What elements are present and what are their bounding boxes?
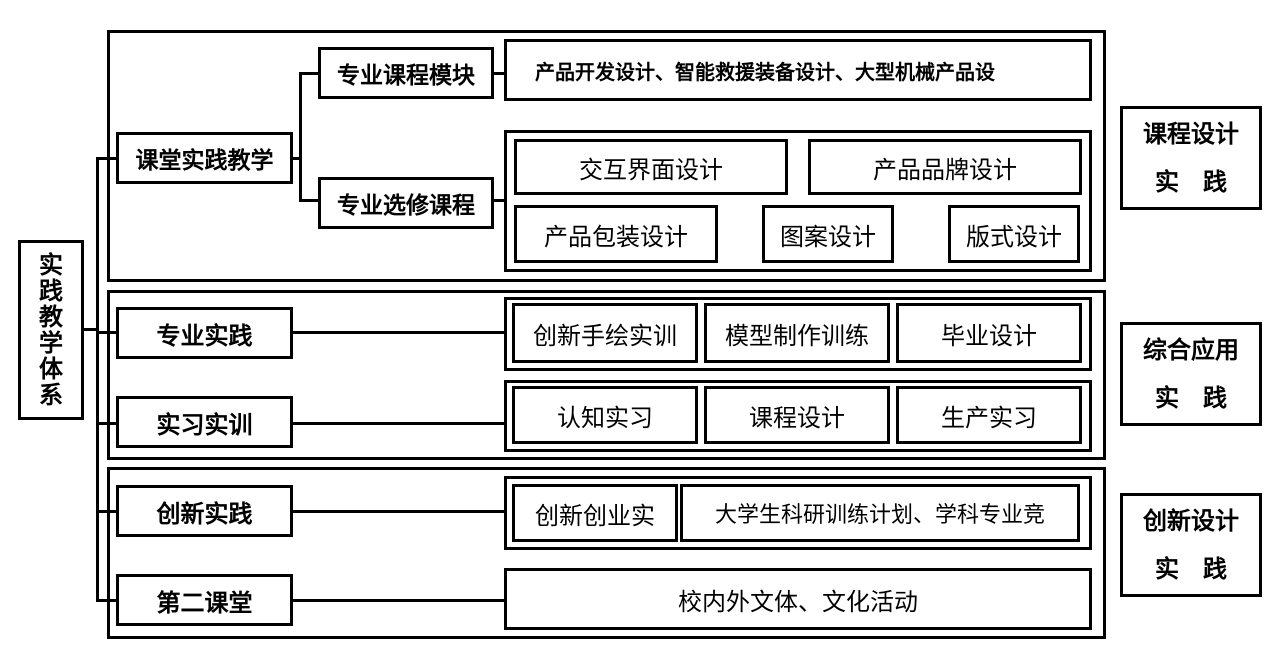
connector-classroom-out [292,157,302,160]
elective-label: 版式设计 [966,222,1062,251]
module-text: 产品开发设计、智能救援装备设计、大型机械产品设 [535,59,995,84]
connector-root-h [82,328,98,331]
node-label: 课堂实践教学 [135,148,274,174]
side-line: 综合应用 [1143,336,1239,364]
elective-item: 版式设计 [948,205,1080,263]
connector-innovation [96,510,118,513]
connector-classroom-v [299,72,302,202]
connector-classroom [96,157,118,160]
root-char: 实 [39,251,63,279]
section-frame-course [107,30,1106,282]
elective-group [504,130,1092,272]
professional-group [504,297,1092,371]
node-label: 专业选修课程 [337,193,475,219]
connector-module-right [493,72,505,75]
side-comprehensive: 综合应用 实 践 [1120,322,1262,426]
connector-internship-right [292,422,505,425]
second-content: 校内外文体、文化活动 [504,568,1092,630]
side-line: 实 践 [1155,168,1227,196]
side-line: 实 践 [1155,555,1227,583]
side-line: 课程设计 [1143,120,1239,148]
elective-label: 图案设计 [780,222,876,251]
second-label: 校内外文体、文化活动 [678,587,918,616]
root-box: 实 践 教 学 体 系 [18,240,84,420]
connector-elective-right [493,199,505,202]
root-char: 系 [39,381,63,409]
elective-item: 交互界面设计 [514,139,788,195]
professional-item: 毕业设计 [896,303,1082,363]
node-second: 第二课堂 [116,574,293,626]
connector-module [299,72,319,75]
node-label: 实习实训 [156,410,253,439]
side-course-design: 课程设计 实 践 [1120,106,1262,210]
internship-label: 生产实习 [941,403,1037,432]
section-frame-comprehensive [107,290,1106,460]
root-char: 践 [39,277,63,305]
connector-second-right [292,599,505,602]
elective-item: 产品包装设计 [514,205,718,263]
node-label: 专业实践 [156,321,253,350]
node-innovation: 创新实践 [116,485,293,537]
professional-item: 创新手绘实训 [512,303,698,363]
internship-item: 课程设计 [704,386,890,444]
innovation-item: 大学生科研训练计划、学科专业竞 [680,484,1080,542]
node-label: 创新实践 [156,499,253,528]
connector-innovation-right [292,510,505,513]
elective-label: 交互界面设计 [579,155,723,184]
internship-label: 认知实习 [557,403,653,432]
node-classroom: 课堂实践教学 [116,132,293,184]
elective-item: 产品品牌设计 [808,139,1082,195]
innovation-item: 创新创业实 [512,484,678,542]
elective-label: 产品包装设计 [544,222,688,251]
connector-professional [96,331,118,334]
node-label: 专业课程模块 [337,63,475,89]
node-internship: 实习实训 [116,396,293,448]
elective-item: 图案设计 [762,205,894,263]
professional-label: 模型制作训练 [725,321,869,350]
node-elective: 专业选修课程 [318,177,494,229]
internship-group [504,380,1092,452]
connector-trunk-v [96,157,99,602]
innovation-label: 创新创业实 [535,501,655,530]
elective-label: 产品品牌设计 [873,155,1017,184]
root-char: 学 [39,329,63,357]
innovation-group [504,476,1092,550]
professional-label: 毕业设计 [941,321,1037,350]
connector-elective [299,199,319,202]
connector-professional-right [292,331,505,334]
professional-item: 模型制作训练 [704,303,890,363]
node-module: 专业课程模块 [318,47,494,99]
section-frame-innovation [107,467,1106,639]
connector-internship [96,422,118,425]
professional-label: 创新手绘实训 [533,321,677,350]
side-line: 实 践 [1155,384,1227,412]
internship-item: 生产实习 [896,386,1082,444]
innovation-label: 大学生科研训练计划、学科专业竞 [714,503,1045,528]
root-char: 体 [39,355,63,383]
connector-second [96,599,118,602]
node-label: 第二课堂 [156,588,253,617]
side-innovation-design: 创新设计 实 践 [1120,493,1262,597]
side-line: 创新设计 [1143,507,1239,535]
node-professional: 专业实践 [116,307,293,359]
root-char: 教 [39,303,63,331]
internship-item: 认知实习 [512,386,698,444]
module-content: 产品开发设计、智能救援装备设计、大型机械产品设 [504,39,1092,101]
internship-label: 课程设计 [749,403,845,432]
